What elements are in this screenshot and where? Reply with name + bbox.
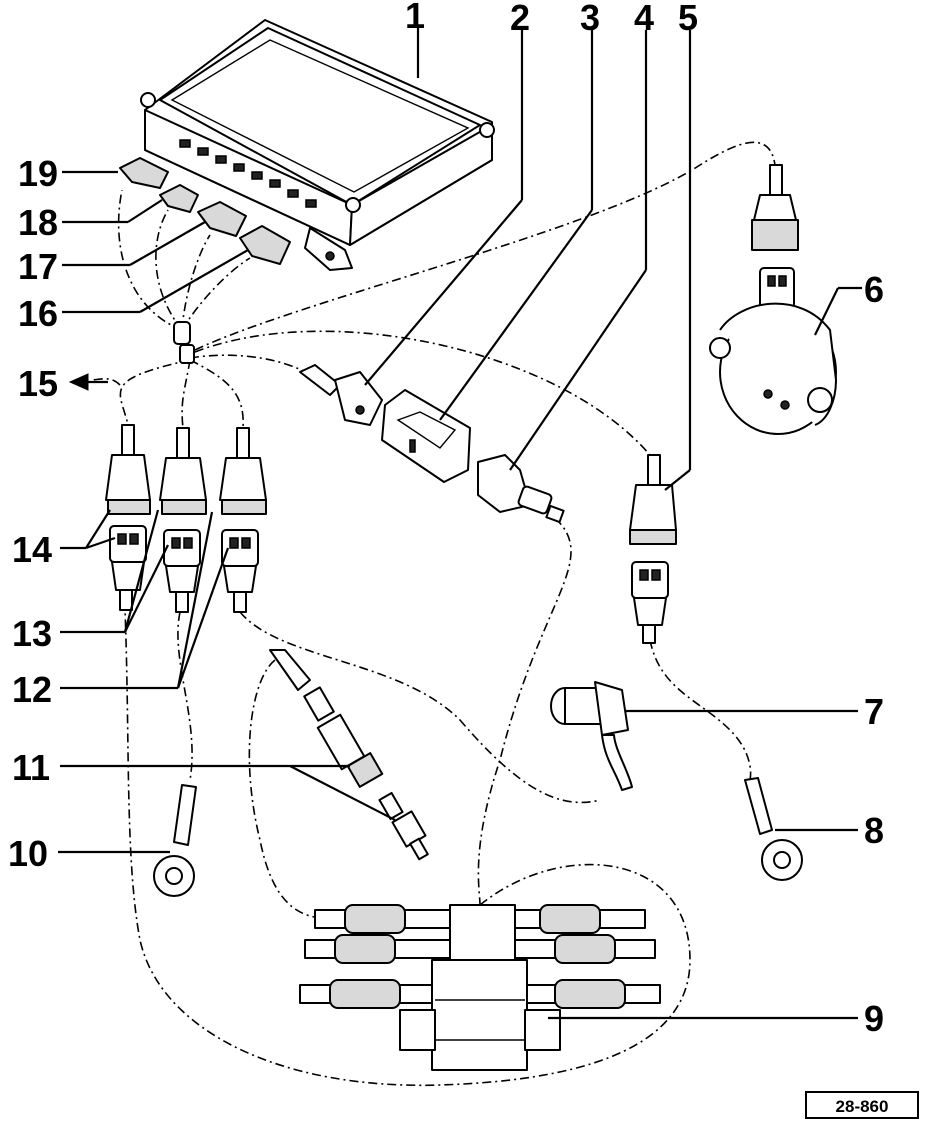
callout-4: 4 — [634, 0, 654, 38]
connector-17 — [197, 201, 247, 237]
callout-17: 17 — [18, 246, 58, 287]
callout-15: 15 — [18, 363, 58, 404]
sensor-11 — [269, 649, 429, 861]
connector-set-12 — [219, 427, 267, 613]
connector-set-5 — [629, 454, 677, 644]
callout-2: 2 — [510, 0, 530, 38]
arrow-15 — [68, 373, 89, 391]
figure-reference: 28-860 — [805, 1091, 919, 1119]
connector-set-13 — [159, 427, 207, 613]
callout-16: 16 — [18, 293, 58, 334]
callout-6: 6 — [864, 269, 884, 310]
sensor-8 — [744, 777, 803, 881]
callout-9: 9 — [864, 998, 884, 1039]
ignition-coil-assembly — [299, 904, 661, 1071]
engine-control-unit — [140, 19, 495, 271]
component-3 — [381, 389, 471, 483]
callout-13: 13 — [12, 613, 52, 654]
connector-2 — [299, 364, 383, 426]
callout-12: 12 — [12, 669, 52, 710]
sensor-7 — [550, 681, 633, 791]
callout-labels: 1 2 3 4 5 6 7 8 9 10 11 12 13 14 15 16 1… — [8, 0, 884, 1039]
connector-16 — [239, 225, 291, 265]
ecu-connector-pins — [179, 139, 317, 208]
callout-3: 3 — [580, 0, 600, 38]
figure-reference-text: 28-860 — [836, 1097, 889, 1116]
connector-top-right — [751, 164, 799, 309]
callout-19: 19 — [18, 153, 58, 194]
harness-junction — [173, 321, 195, 364]
callout-5: 5 — [678, 0, 698, 38]
callout-1: 1 — [405, 0, 425, 36]
leader-lines — [58, 28, 862, 1020]
sensor-10 — [153, 784, 197, 897]
callout-11: 11 — [12, 747, 50, 788]
callout-14: 14 — [12, 529, 52, 570]
sensor-6 — [709, 302, 837, 435]
callout-18: 18 — [18, 202, 58, 243]
connector-18 — [159, 184, 199, 213]
wiring-harness — [89, 141, 776, 1087]
callout-8: 8 — [864, 810, 884, 851]
connector-4 — [477, 454, 565, 524]
callout-10: 10 — [8, 833, 48, 874]
callout-7: 7 — [864, 691, 884, 732]
connector-set-14 — [105, 424, 151, 611]
connector-19 — [119, 157, 169, 189]
